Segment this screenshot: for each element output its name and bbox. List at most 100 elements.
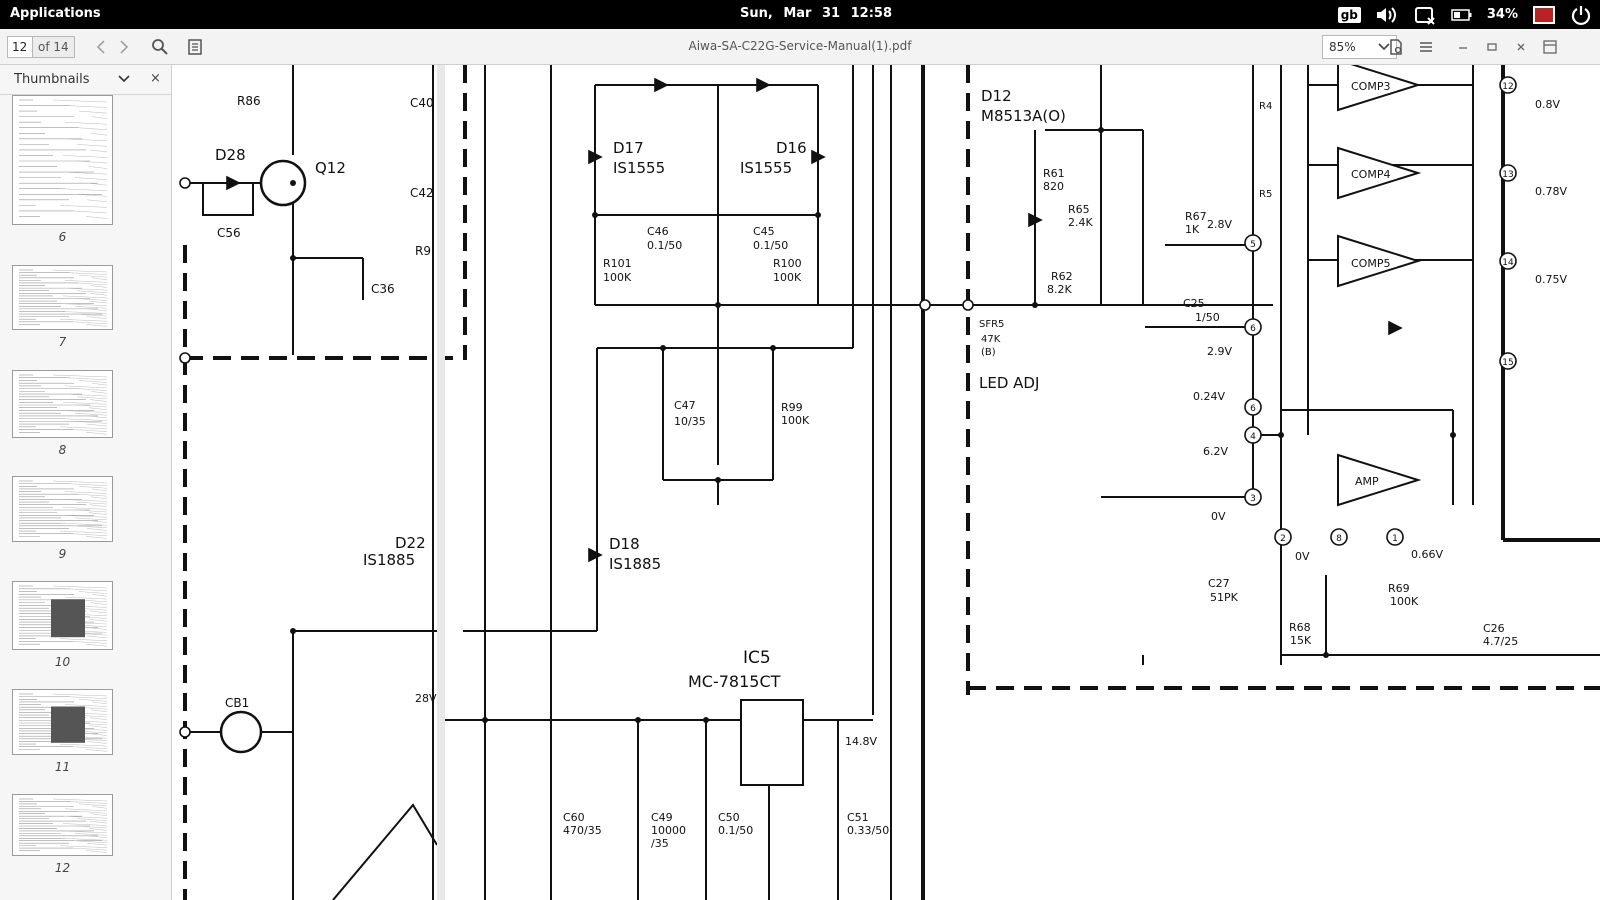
maximize-icon[interactable] xyxy=(1483,38,1501,56)
system-tray: gb 34% xyxy=(1337,3,1592,26)
previous-page-icon[interactable] xyxy=(93,38,111,56)
pin-number: 3 xyxy=(1250,494,1256,504)
schematic-label: R65 xyxy=(1068,203,1090,216)
diode xyxy=(588,149,603,165)
terminal xyxy=(179,352,191,364)
thumbnail-page[interactable] xyxy=(12,581,113,650)
schematic-label: R9 xyxy=(415,244,431,258)
close-icon[interactable] xyxy=(1512,38,1530,56)
schematic-label: D18 xyxy=(609,535,640,553)
junction-dot xyxy=(290,255,296,261)
sidebar-mode-label[interactable]: Thumbnails xyxy=(14,72,90,87)
terminal xyxy=(1330,528,1348,546)
terminal xyxy=(1386,528,1404,546)
schematic-label: M8513A(O) xyxy=(981,107,1066,125)
junction-dot xyxy=(635,717,641,723)
minimize-icon[interactable] xyxy=(1454,38,1472,56)
schematic-label: 0V xyxy=(1295,550,1310,563)
schematic-label: 0V xyxy=(1211,510,1226,523)
schematic-label: IS1555 xyxy=(740,159,792,177)
volume-icon[interactable] xyxy=(1375,5,1399,25)
pin-number: 15 xyxy=(1502,358,1513,368)
document-properties-icon[interactable] xyxy=(1387,38,1405,56)
document-toolbar: 12 of 14 Aiwa-SA-C22G-Service-Manual(1).… xyxy=(0,29,1600,65)
sidebar-toggle-icon[interactable] xyxy=(1541,38,1559,56)
schematic-label: 100K xyxy=(1390,595,1419,608)
schematic-label: LED ADJ xyxy=(979,374,1039,392)
chevron-down-icon[interactable] xyxy=(118,72,130,88)
schematic-label: 1K xyxy=(1185,223,1200,236)
wire xyxy=(202,183,254,216)
thumbnail-page-number: 10 xyxy=(54,655,71,669)
transistor-q12 xyxy=(259,159,307,207)
screen-record-icon[interactable] xyxy=(1532,5,1556,25)
schematic-label: 0.78V xyxy=(1535,185,1567,198)
clock-date: Sun, Mar 31 xyxy=(740,6,841,21)
schematic-label: D28 xyxy=(215,146,246,164)
pin-number: 13 xyxy=(1502,170,1513,180)
diode xyxy=(226,175,241,191)
power-icon[interactable] xyxy=(1570,4,1592,26)
diode xyxy=(1388,320,1403,336)
schematic-label: IS1885 xyxy=(363,551,415,569)
schematic-label: C56 xyxy=(217,226,241,240)
op-amp xyxy=(1337,65,1422,112)
terminal xyxy=(919,299,931,311)
terminal xyxy=(1244,398,1262,416)
junction-dot xyxy=(815,212,821,218)
clock-time: 12:58 xyxy=(850,6,892,21)
schematic-label: R4 xyxy=(1259,101,1272,112)
schematic-label: AMP xyxy=(1355,475,1379,488)
terminal xyxy=(179,726,191,738)
junction-dot xyxy=(290,628,296,634)
junction-dot xyxy=(1278,432,1284,438)
schematic-label: R101 xyxy=(603,257,632,270)
diode xyxy=(1028,212,1043,228)
page-count: of 14 xyxy=(33,36,75,58)
page-number-input[interactable]: 12 xyxy=(7,36,33,58)
schematic-label: 470/35 xyxy=(563,824,602,837)
schematic-label: C51 xyxy=(847,811,869,824)
close-sidebar-button[interactable]: × xyxy=(150,71,161,86)
schematic-label: R67 xyxy=(1185,210,1207,223)
annotations-icon[interactable] xyxy=(186,38,204,56)
schematic-label: 14.8V xyxy=(845,735,877,748)
schematic-label: R99 xyxy=(781,401,803,414)
schematic-label: C36 xyxy=(371,282,395,296)
zoom-select[interactable]: 85% xyxy=(1322,35,1397,59)
schematic-label: D17 xyxy=(613,139,644,157)
thumbnail-page-number: 6 xyxy=(58,230,67,244)
pin-number: 4 xyxy=(1250,432,1256,442)
junction-dot xyxy=(482,717,488,723)
thumbnail-page[interactable] xyxy=(12,265,113,330)
network-icon[interactable] xyxy=(1413,4,1437,26)
junction-dot xyxy=(715,302,721,308)
schematic-label: R62 xyxy=(1051,270,1073,283)
battery-icon[interactable] xyxy=(1451,8,1473,21)
applications-menu[interactable]: Applications xyxy=(10,6,101,21)
clock[interactable]: Sun, Mar 31 12:58 xyxy=(740,6,892,21)
schematic-label: 0.33/50 xyxy=(847,824,889,837)
junction-dot xyxy=(592,212,598,218)
thumbnail-page[interactable] xyxy=(12,476,113,542)
keyboard-layout-indicator[interactable]: gb xyxy=(1337,6,1361,23)
terminal xyxy=(179,177,191,189)
thumbnail-page-number: 8 xyxy=(58,443,67,457)
diode xyxy=(654,77,669,93)
thumbnail-page[interactable] xyxy=(12,689,113,755)
search-icon[interactable] xyxy=(151,38,169,56)
thumbnail-page[interactable] xyxy=(12,370,113,438)
schematic-label: C50 xyxy=(718,811,740,824)
menu-icon[interactable] xyxy=(1417,38,1435,56)
pin-number: 12 xyxy=(1502,82,1513,92)
terminal xyxy=(962,299,974,311)
next-page-icon[interactable] xyxy=(114,38,132,56)
schematic-label: 100K xyxy=(781,414,810,427)
schematic-label: 0.1/50 xyxy=(647,239,682,252)
schematic-label: 1/50 xyxy=(1195,311,1220,324)
thumbnail-page[interactable] xyxy=(12,794,113,856)
thumbnail-page[interactable] xyxy=(12,95,113,225)
